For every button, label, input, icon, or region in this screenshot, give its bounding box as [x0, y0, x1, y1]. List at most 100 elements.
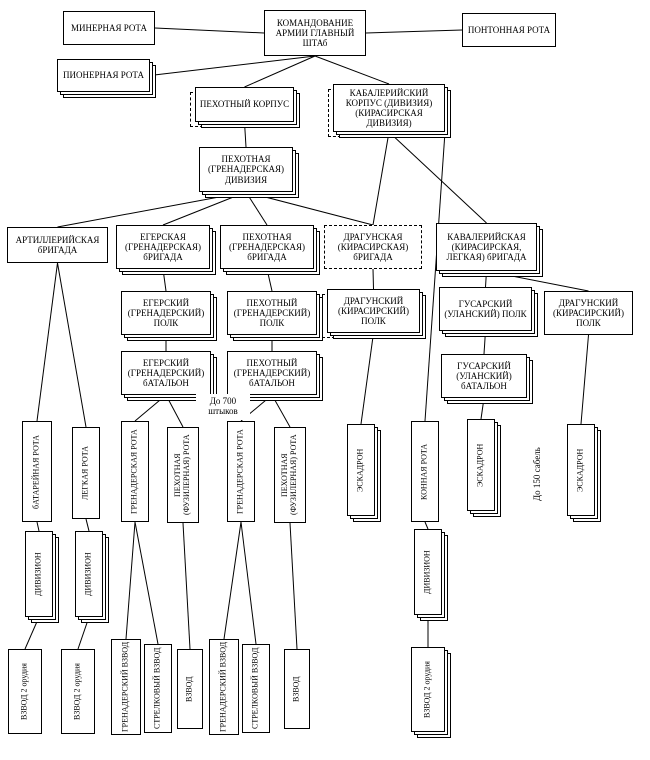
- org-box-label: ДРАГУНСКАЯ (КИРАСИРСКАЯ) бРИГАДА: [337, 231, 409, 263]
- org-box-label: ДИВИЗИОН: [83, 552, 93, 596]
- org-box-face: ПЕХОТНЫЙ (ГРЕНАДЕРСКИЙ) бАТАЛЬОН: [227, 351, 317, 395]
- org-box-label: ПЕХОТНАЯ (ГРЕНАДЕРСКАЯ) ДИВИЗИЯ: [208, 154, 284, 185]
- edge-komandovanie--pontonnaya: [365, 29, 463, 34]
- edge-pehotnaya-rota-1--vzvod-1: [182, 522, 191, 650]
- org-box-face: ВЗВОД: [177, 649, 203, 729]
- org-box-face: СТРЕЛКОВЫЙ ВЗВОД: [242, 644, 270, 733]
- org-box-label: КАБАЛЕРИЙСКИЙ КОРПУС (ДИВИЗИЯ) (КИРАСИРС…: [345, 87, 433, 129]
- org-box-gusarsky-batalyon: ГУСАРСКИЙ (УЛАНСКИЙ) бАТАЛЬОН: [441, 354, 533, 404]
- org-box-label: ЭСКАДРОН: [355, 448, 365, 492]
- org-box-vzvod-1: ВЗВОД: [177, 649, 203, 729]
- org-box-face: ЕГЕРСКИЙ (ГРЕНАДЕРСКИЙ) бАТАЛЬОН: [121, 351, 211, 395]
- org-box-face: СТРЕЛКОВЫЙ ВЗВОД: [144, 644, 172, 733]
- org-box-face: КАБАЛЕРИЙСКИЙ КОРПУС (ДИВИЗИЯ) (КИРАСИРС…: [333, 84, 445, 132]
- org-box-face: ПЕХОТНАЯ (ФУЗИЛЕРНАЯ) РОТА: [274, 427, 306, 523]
- edge-konnaya-rota--divizion-3: [424, 521, 429, 530]
- org-box-label: ЭСКАДРОН: [575, 448, 585, 492]
- org-box-face: ВЗВОД: [284, 649, 310, 729]
- org-box-label: ГРЕНАДЕРСКАЯ РОТА: [235, 429, 245, 514]
- org-box-label: СТРЕЛКОВЫЙ ВЗВОД: [250, 647, 260, 730]
- edge-legkaya-rota--divizion-2: [85, 518, 90, 532]
- org-box-face: ДРАГУНСКИЙ (КИРАСИРСКИЙ) ПОЛК: [327, 289, 420, 333]
- org-box-label: ПЕХОТНАЯ (ФУЗИЛЕРНАЯ) РОТА: [280, 434, 298, 516]
- org-box-strelk-vzvod-1: СТРЕЛКОВЫЙ ВЗВОД: [144, 644, 172, 733]
- org-box-label: КАВАЛЕРИЙСКАЯ (КИРАСИРСКАЯ, ЛЕГКАЯ) бРИГ…: [446, 231, 527, 263]
- edge-grenaderskaya-rota-2--gren-vzvod-2: [223, 521, 242, 640]
- edge-dragunsky-polk-2--eskadron-3: [580, 334, 589, 425]
- edge-kav-korpus--dragunskaya-brigada: [372, 131, 390, 226]
- org-box-face: ПИОНЕРНАЯ РОТА: [57, 59, 150, 92]
- edge-art-brigada--legkaya-rota: [57, 262, 87, 428]
- org-box-face: ЭСКАДРОН: [567, 424, 595, 516]
- org-box-face: ПЕХОТНАЯ (ГРЕНАДЕРСКАЯ) ДИВИЗИЯ: [199, 147, 293, 192]
- org-box-minernaya: МИНЕРНАЯ РОТА: [63, 11, 155, 45]
- org-box-pehotnaya-rota-1: ПЕХОТНАЯ (ФУЗИЛЕРНАЯ) РОТА: [167, 427, 199, 523]
- org-box-vzvod-2orudiya-2: ВЗВОД 2 орудия: [61, 649, 95, 734]
- edge-kav-korpus--kav-brigada: [388, 131, 487, 224]
- org-box-face: КОМАНДОВАНИЕ АРМИИ ГЛАВНЫЙ ШТАб: [264, 10, 366, 56]
- org-box-label: ПЕХОТНАЯ (ФУЗИЛЕРНАЯ) РОТА: [173, 434, 191, 516]
- org-box-vzvod-2orudiya-1: ВЗВОД 2 орудия: [8, 649, 42, 734]
- org-box-batareynaya-rota: бАТАРЕЙНАЯ РОТА: [22, 421, 52, 522]
- edge-grenaderskaya-rota-2--strelk-vzvod-2: [240, 521, 257, 645]
- org-box-label: ВЗВОД: [184, 676, 194, 702]
- edge-art-brigada--batareynaya-rota: [36, 262, 58, 422]
- edge-komandovanie--pehotny-korpus: [244, 55, 316, 88]
- org-box-egersky-batalyon: ЕГЕРСКИЙ (ГРЕНАДЕРСКИЙ) бАТАЛЬОН: [121, 351, 217, 401]
- org-box-eskadron-1: ЭСКАДРОН: [347, 424, 381, 522]
- org-box-label: ЕГЕРСКИЙ (ГРЕНАДЕРСКИЙ) ПОЛК: [127, 297, 205, 329]
- org-box-face: ГРЕНАДЕРСКИЙ ВЗВОД: [111, 639, 141, 735]
- org-box-label: ЕГЕРСКАЯ (ГРЕНАДЕРСКАЯ) бРИГАДА: [125, 231, 201, 263]
- org-box-face: КАВАЛЕРИЙСКАЯ (КИРАСИРСКАЯ, ЛЕГКАЯ) бРИГ…: [436, 223, 537, 271]
- org-box-vzvod-2orudiya-3: ВЗВОД 2 орудия: [411, 647, 451, 738]
- org-box-label: ГУСАРСКИЙ (УЛАНСКИЙ) ПОЛК: [444, 298, 527, 319]
- org-box-label: СТРЕЛКОВЫЙ ВЗВОД: [152, 647, 162, 730]
- org-box-face: ПОНТОННАЯ РОТА: [462, 13, 556, 47]
- org-box-label: ВЗВОД 2 орудия: [72, 663, 82, 720]
- org-box-label: ДРАГУНСКИЙ (КИРАСИРСКИЙ) ПОЛК: [552, 297, 625, 329]
- edge-komandovanie--pionernaya: [149, 55, 316, 76]
- org-box-label: ПЕХОТНЫЙ КОРПУС: [199, 99, 290, 110]
- org-box-face: ЕГЕРСКИЙ (ГРЕНАДЕРСКИЙ) ПОЛК: [121, 291, 211, 335]
- org-box-legkaya-rota: ЛЕГКАЯ РОТА: [72, 427, 100, 519]
- edge-komandovanie--minernaya: [154, 27, 265, 34]
- org-box-label: ВЗВОД 2 орудия: [422, 661, 432, 718]
- org-box-face: ДИВИЗИОН: [414, 529, 442, 615]
- org-box-face: ПЕХОТНЫЙ (ГРЕНАДЕРСКИЙ) ПОЛК: [227, 291, 317, 335]
- org-box-face: ЭСКАДРОН: [467, 419, 495, 511]
- edge-pehotnaya-rota-2--vzvod-2: [289, 522, 298, 650]
- org-box-pionernaya: ПИОНЕРНАЯ РОТА: [57, 59, 156, 98]
- org-box-label: ВЗВОД 2 орудия: [19, 663, 29, 720]
- org-box-dragunsky-polk-2: ДРАГУНСКИЙ (КИРАСИРСКИЙ) ПОЛК: [544, 291, 633, 335]
- org-box-face: бАТАРЕЙНАЯ РОТА: [22, 421, 52, 522]
- org-box-face: ЛЕГКАЯ РОТА: [72, 427, 100, 519]
- org-box-label: КОМАНДОВАНИЕ АРМИИ ГЛАВНЫЙ ШТАб: [275, 17, 355, 49]
- org-box-face: ГРЕНАДЕРСКАЯ РОТА: [121, 421, 149, 522]
- org-box-face: ДИВИЗИОН: [75, 531, 103, 617]
- org-box-gren-vzvod-1: ГРЕНАДЕРСКИЙ ВЗВОД: [111, 639, 141, 735]
- org-box-face: ВЗВОД 2 орудия: [61, 649, 95, 734]
- org-box-pehotnaya-brigada: ПЕХОТНАЯ (ГРЕНАДЕРСКАЯ) бРИГАДА: [220, 225, 320, 275]
- org-box-gren-vzvod-2: ГРЕНАДЕРСКИЙ ВЗВОД: [209, 639, 239, 735]
- org-box-pontonnaya: ПОНТОННАЯ РОТА: [462, 13, 556, 47]
- org-box-pehotnaya-rota-2: ПЕХОТНАЯ (ФУЗИЛЕРНАЯ) РОТА: [274, 427, 306, 523]
- org-box-label: ЕГЕРСКИЙ (ГРЕНАДЕРСКИЙ) бАТАЛЬОН: [127, 357, 205, 389]
- annotation-700-shtykov-label: До 700 штыков: [208, 396, 238, 416]
- org-box-face: ВЗВОД 2 орудия: [8, 649, 42, 734]
- org-box-label: ДИВИЗИОН: [33, 552, 43, 596]
- org-box-dragunskaya-brigada: ДРАГУНСКАЯ (КИРАСИРСКАЯ) бРИГАДА: [324, 225, 422, 269]
- org-box-label: АРТИЛЛЕРИЙСКАЯ бРИГАДА: [15, 234, 100, 255]
- edge-grenaderskaya-rota-1--strelk-vzvod-1: [134, 521, 159, 645]
- org-box-divizion-3: ДИВИЗИОН: [414, 529, 448, 621]
- org-box-eskadron-3: ЭСКАДРОН: [567, 424, 601, 522]
- org-box-face: АРТИЛЛЕРИЙСКАЯ бРИГАДА: [7, 227, 108, 263]
- org-box-label: ГРЕНАДЕРСКАЯ РОТА: [129, 429, 139, 514]
- org-box-face: ГРЕНАДЕРСКИЙ ВЗВОД: [209, 639, 239, 735]
- annotation-150-sabel-label: До 150 сабель: [532, 447, 543, 501]
- org-box-strelk-vzvod-2: СТРЕЛКОВЫЙ ВЗВОД: [242, 644, 270, 733]
- org-box-eskadron-2: ЭСКАДРОН: [467, 419, 501, 517]
- org-box-label: ПОНТОННАЯ РОТА: [467, 24, 551, 35]
- org-box-face: ДРАГУНСКИЙ (КИРАСИРСКИЙ) ПОЛК: [544, 291, 633, 335]
